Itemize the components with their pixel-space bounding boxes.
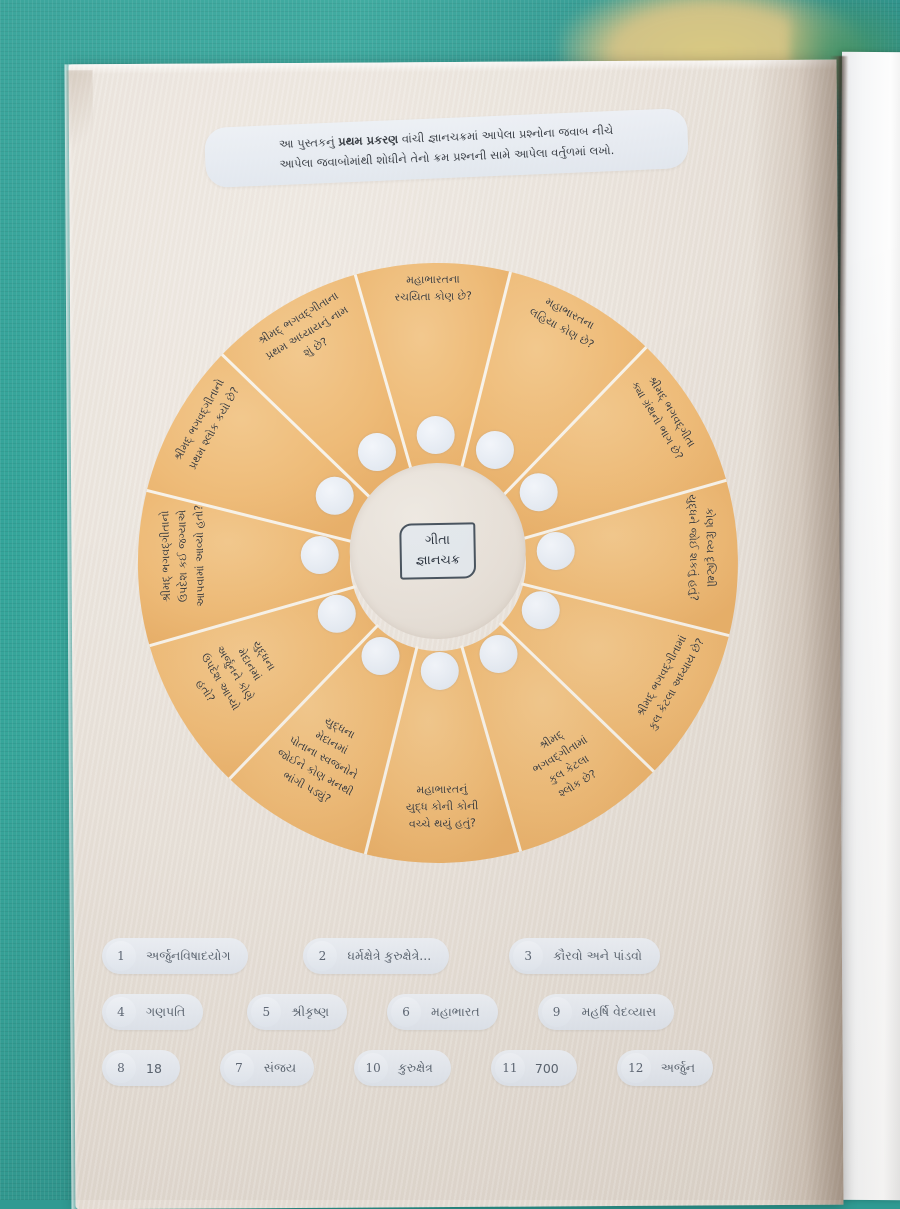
answer-pill-number: 11 xyxy=(494,1053,525,1083)
answer-pill-12[interactable]: 12 અર્જુન xyxy=(616,1050,714,1086)
wheel-segment-divider xyxy=(460,645,523,852)
answer-circle-11[interactable] xyxy=(315,476,354,516)
answer-circle-2[interactable] xyxy=(475,430,515,470)
answer-pill-5[interactable]: 5 શ્રીકૃષ્ણ xyxy=(247,994,348,1030)
answer-pill-label: 700 xyxy=(534,1060,559,1076)
wheel-segment-divider xyxy=(146,488,355,544)
wheel-segment-divider xyxy=(228,623,380,780)
wheel-center-label: ગીતા જ્ઞાનચક્ર xyxy=(399,522,477,580)
answer-pill-label: ધર્મક્ષેત્રે કુરુક્ષેત્રે... xyxy=(347,948,432,963)
answer-pill-2[interactable]: 2 ધર્મક્ષેત્રે કુરુક્ષેત્રે... xyxy=(303,938,450,974)
answer-pill-number: 12 xyxy=(620,1053,651,1083)
wheel-segment-divider xyxy=(221,353,378,505)
answer-pill-11[interactable]: 11 700 xyxy=(490,1050,577,1086)
wheel-segment[interactable] xyxy=(149,587,380,780)
answer-pill-label: 18 xyxy=(146,1060,162,1076)
answer-pill-number: 6 xyxy=(391,997,422,1027)
answer-pill-number: 4 xyxy=(106,997,136,1027)
answer-pill-number: 10 xyxy=(358,1053,389,1083)
answer-pill-1[interactable]: 1 અર્જુનવિષાદયોગ xyxy=(102,938,249,974)
answer-pill-label: અર્જુન xyxy=(660,1060,696,1075)
wheel-center-line-2: જ્ઞાનચક્ર xyxy=(415,552,461,568)
wheel-graphic xyxy=(122,223,754,914)
wheel-segment-divider xyxy=(498,621,655,773)
wheel-svg xyxy=(137,263,738,863)
gita-knowledge-wheel: મહાભારતનારચયિતા કોણ છે?મહાભારતનાલહિયા કો… xyxy=(122,213,754,924)
answer-pill-label: મહર્ષિ વેદવ્યાસ xyxy=(581,1004,657,1019)
wheel-segment-divider xyxy=(149,585,356,648)
instruction-line-1a: આ પુસ્તકનું xyxy=(278,134,339,152)
answer-pill-label: કૌરવો અને પાંડવો xyxy=(553,948,643,963)
wheel-segment[interactable] xyxy=(462,622,655,853)
answer-pill-label: કુરુક્ષેત્ર xyxy=(398,1060,433,1075)
answer-pill-label: મહાભારત xyxy=(431,1004,480,1019)
answer-pill-9[interactable]: 9 મહર્ષિ વેદવ્યાસ xyxy=(537,994,675,1030)
answer-bank: 1 અર્જુનવિષાદયોગ 2 ધર્મક્ષેત્રે કુરુક્ષેત્ર… xyxy=(100,928,840,1096)
answer-pill-label: ગણપતિ xyxy=(146,1004,186,1019)
answer-row-3: 8 18 7 સંજય 10 કુરુક્ષેત્ર 11 700 12 અર્જુન xyxy=(100,1040,840,1096)
wheel-segment-divider xyxy=(363,646,419,855)
answer-pill-number: 1 xyxy=(106,941,136,971)
wheel-segment[interactable] xyxy=(501,581,732,774)
answer-pill-label: સંજય xyxy=(263,1060,297,1075)
answer-pill-8[interactable]: 8 18 xyxy=(102,1050,180,1086)
answer-pill-label: અર્જુનવિષાદયોગ xyxy=(146,948,231,963)
instruction-emphasis: પ્રથમ પ્રકરણ xyxy=(337,132,399,149)
answer-pill-number: 8 xyxy=(106,1053,136,1083)
answer-row-1: 1 અર્જુનવિષાદયોગ 2 ધર્મક્ષેત્રે કુરુક્ષેત્ર… xyxy=(100,928,840,984)
answer-pill-6[interactable]: 6 મહાભારત xyxy=(387,994,498,1030)
wheel-segment-divider xyxy=(520,478,727,541)
answer-pill-3[interactable]: 3 કૌરવો અને પાંડવો xyxy=(509,938,661,974)
answer-pill-number: 5 xyxy=(251,997,282,1027)
wheel-center-line-1: ગીતા xyxy=(424,532,451,549)
answer-pill-4[interactable]: 4 ગણપતિ xyxy=(102,994,204,1030)
answer-row-2: 4 ગણપતિ 5 શ્રીકૃષ્ણ 6 મહાભારત 9 મહર્ષિ વેદવ્યાસ xyxy=(102,984,840,1040)
answer-pill-label: શ્રીકૃષ્ણ xyxy=(291,1004,330,1019)
wheel-segment-divider xyxy=(353,274,416,481)
answer-pill-7[interactable]: 7 સંજય xyxy=(219,1050,315,1086)
answer-pill-10[interactable]: 10 કુરુક્ષેત્ર xyxy=(354,1050,451,1086)
page-corner-tear xyxy=(66,70,94,191)
answer-pill-number: 9 xyxy=(541,997,572,1027)
wheel-segment-divider xyxy=(457,271,512,480)
answer-circle-9[interactable] xyxy=(317,594,356,634)
wheel-segment[interactable] xyxy=(227,626,420,857)
answer-circle-12[interactable] xyxy=(357,432,397,472)
wheel-segment-divider xyxy=(496,346,648,503)
answer-pill-number: 2 xyxy=(307,941,338,971)
wheel-segment-divider xyxy=(520,582,730,638)
answer-pill-number: 3 xyxy=(513,941,544,971)
answer-pill-number: 7 xyxy=(223,1053,254,1083)
